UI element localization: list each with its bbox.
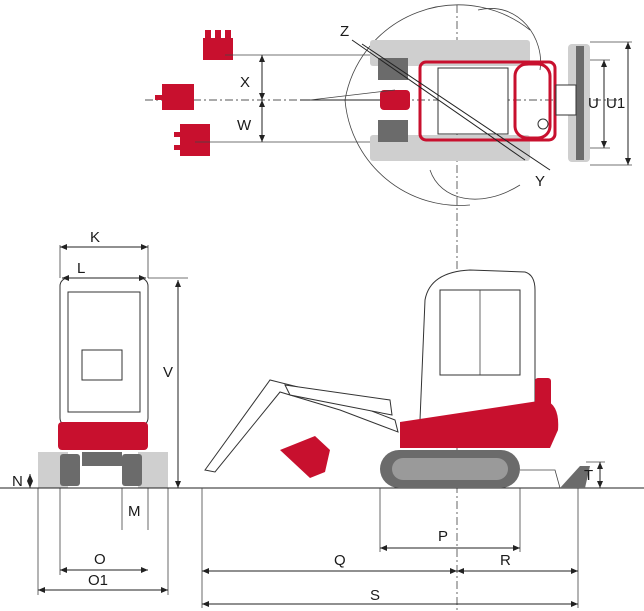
boom-swing-bracket [380, 90, 410, 110]
tail-swing-arc [477, 8, 542, 71]
track-right-shadow [138, 452, 168, 488]
front-swing-arc [429, 169, 521, 200]
label-p: P [438, 528, 448, 545]
label-t: T [584, 467, 593, 484]
engine-hood [535, 378, 551, 408]
label-u1: U1 [606, 95, 625, 112]
offset-line-2 [361, 43, 551, 171]
track-top [370, 40, 530, 66]
label-r: R [500, 552, 511, 569]
reach-line [309, 89, 396, 101]
label-o: O [94, 551, 106, 568]
track-right [122, 454, 142, 486]
front-body [58, 422, 148, 450]
label-n: N [12, 473, 23, 490]
undercarriage [82, 452, 122, 466]
front-view: K L V N M O O1 [12, 229, 188, 595]
top-view: X W Z Y U U1 [155, 4, 632, 206]
label-k: K [90, 229, 100, 246]
dozer-blade [576, 46, 584, 160]
swing-arc-lower [344, 99, 471, 206]
swing-arc-upper [344, 4, 531, 101]
cab-roof [437, 67, 509, 135]
track-left [60, 454, 80, 486]
bucket-offset-top [203, 30, 233, 60]
label-y: Y [535, 173, 545, 190]
fuel-cap [537, 118, 549, 130]
label-l: L [77, 260, 85, 277]
label-s: S [370, 587, 380, 604]
offset-line-1 [351, 39, 526, 161]
side-view: T P Q R S [0, 269, 644, 608]
side-blade [560, 466, 590, 488]
label-w: W [237, 117, 252, 134]
label-u: U [588, 95, 599, 112]
boom-cylinder [284, 384, 393, 416]
label-x: X [240, 74, 250, 91]
label-o1: O1 [88, 572, 108, 589]
bucket-offset-bottom [174, 124, 210, 156]
upper-structure-frame [418, 60, 557, 142]
label-z: Z [340, 23, 349, 40]
label-v: V [163, 364, 173, 381]
operator-seat [81, 349, 123, 381]
blade-arm [555, 84, 577, 116]
side-bucket [280, 436, 330, 478]
track-motor-bottom [378, 120, 408, 142]
upper-body [400, 400, 559, 448]
counterweight [513, 62, 552, 140]
label-m: M [128, 503, 141, 520]
bucket-centre [155, 84, 194, 110]
track-frame [392, 458, 508, 480]
label-q: Q [334, 552, 346, 569]
